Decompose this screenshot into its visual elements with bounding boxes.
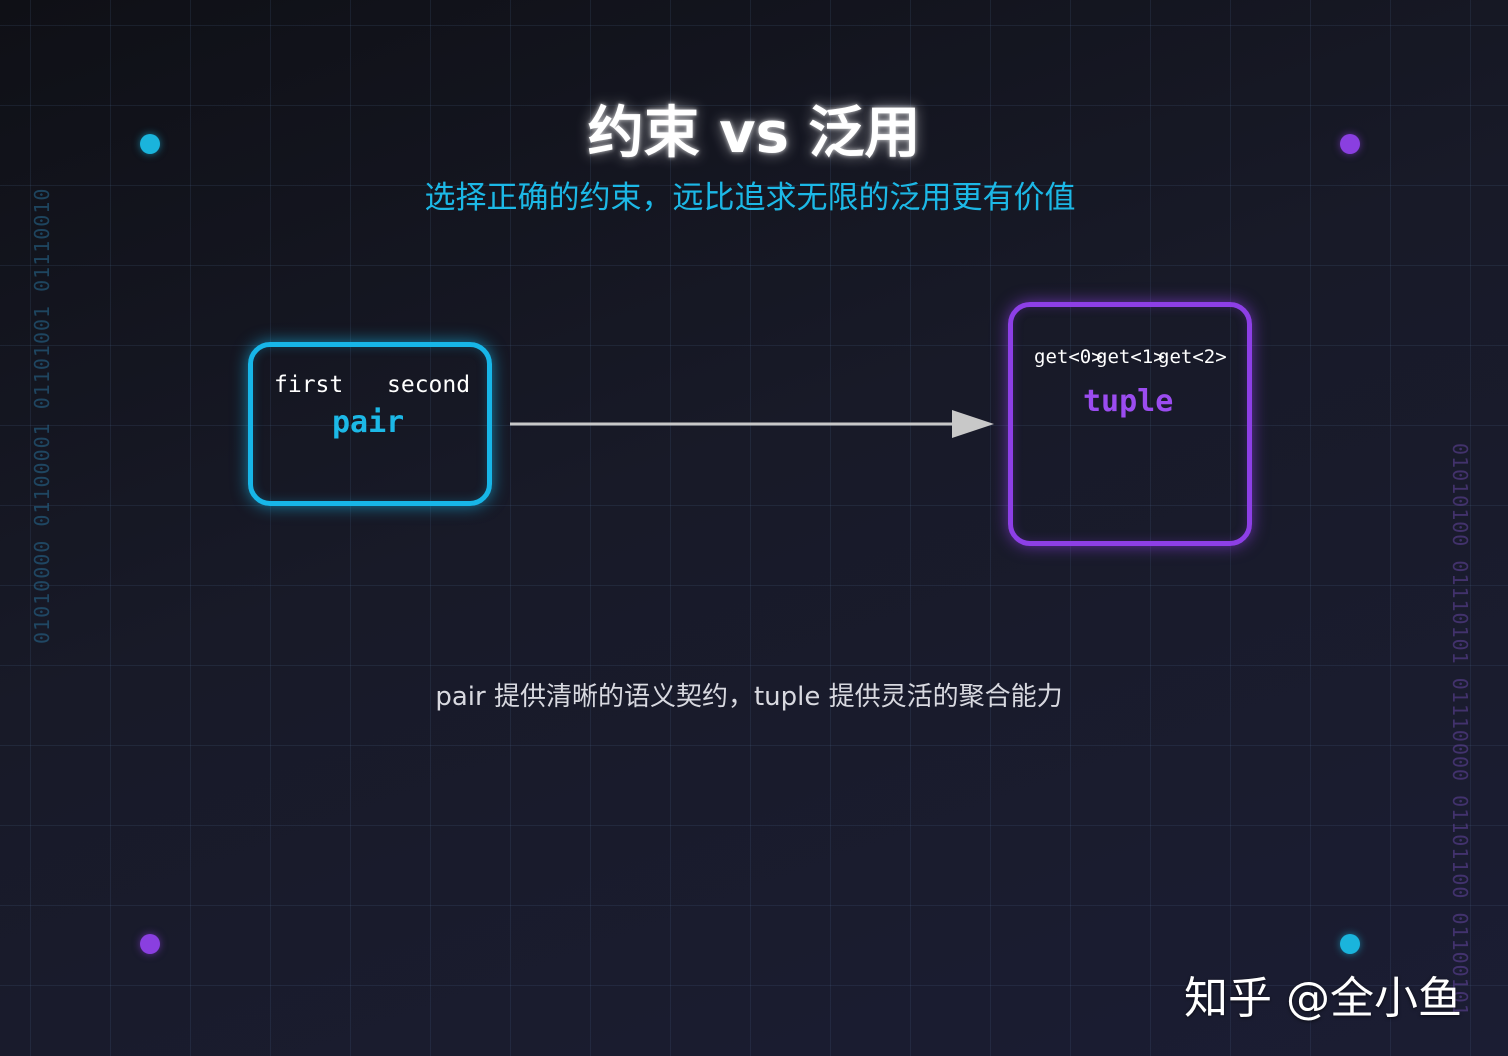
pair-node	[248, 342, 492, 506]
binary-text-right: 01010100 01110101 01110000 01101100 0110…	[1448, 443, 1472, 1017]
corner-dot-top-right	[1340, 134, 1360, 154]
diagram-caption: pair 提供清晰的语义契约，tuple 提供灵活的聚合能力	[435, 682, 1063, 712]
arrow-connector	[510, 410, 994, 438]
corner-dot-top-left	[140, 134, 160, 154]
tuple-label: tuple	[1083, 384, 1174, 419]
diagram-title: 约束 vs 泛用	[587, 101, 921, 166]
pair-field-first: first	[274, 372, 344, 398]
tuple-getter-1: get<1>	[1096, 346, 1165, 368]
tuple-getter-2: get<2>	[1158, 346, 1227, 368]
pair-field-second: second	[387, 372, 471, 398]
tuple-node	[1008, 302, 1252, 546]
arrow-head	[952, 410, 994, 438]
corner-dot-bottom-left	[140, 934, 160, 954]
pair-label: pair	[332, 405, 405, 440]
diagram-subtitle: 选择正确的约束，远比追求无限的泛用更有价值	[424, 180, 1076, 216]
binary-text-left: 01010000 01100001 01101001 01110010	[30, 187, 54, 644]
watermark-text: 知乎 @全小鱼	[1184, 973, 1462, 1024]
corner-dot-bottom-right	[1340, 934, 1360, 954]
tuple-getter-0: get<0>	[1034, 346, 1103, 368]
